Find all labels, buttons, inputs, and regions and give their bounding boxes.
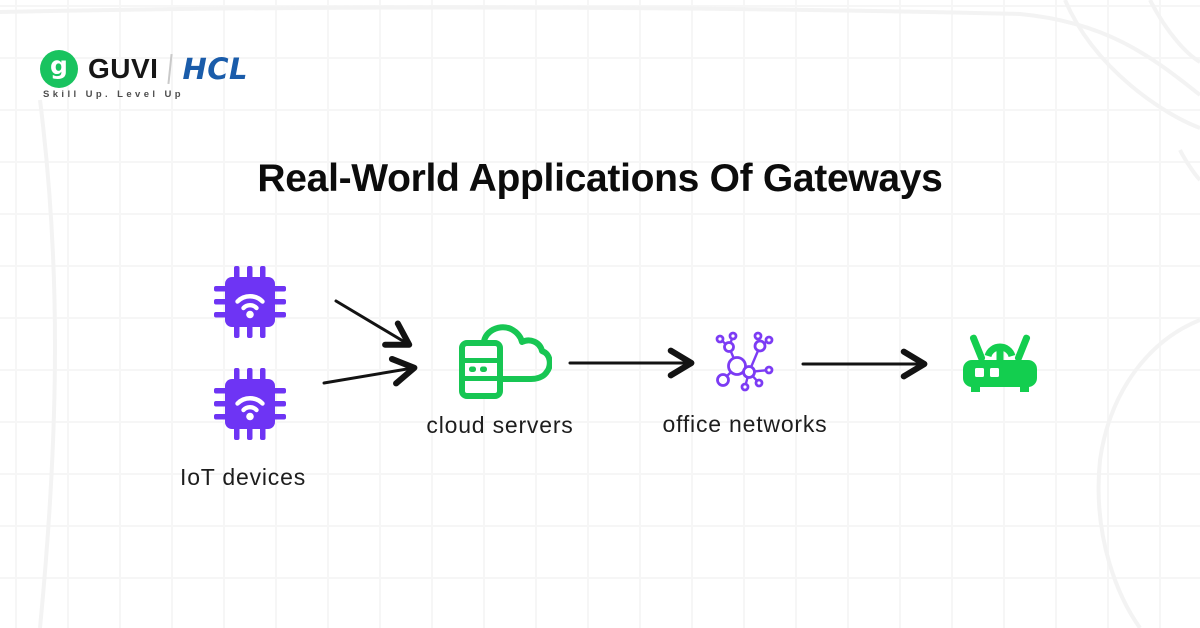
cloud-server-icon [459,324,552,399]
logo-divider [167,53,174,85]
iot-chip-icon [214,368,286,440]
iot-chip-icon [214,266,286,338]
router-icon [963,334,1037,392]
hcl-wordmark: HCL [182,52,249,86]
brand-logo: g GUVI HCL [40,50,248,88]
wifi-icon [235,396,265,413]
office-network-icon [715,331,774,392]
cloud-servers-label: cloud servers [426,412,574,438]
brand-tagline: Skill Up. Level Up [43,89,184,100]
wifi-icon [235,294,265,311]
office-networks-label: office networks [662,411,828,437]
iot-devices-label: IoT devices [180,464,306,490]
arrow-iot1-to-cloud [334,299,413,348]
guvi-logo-icon: g [40,50,78,88]
guvi-logo-letter: g [50,50,68,80]
guvi-wordmark: GUVI [88,53,159,84]
arrow-iot2-to-cloud [322,355,418,387]
page-title: Real-World Applications Of Gateways [257,157,943,200]
